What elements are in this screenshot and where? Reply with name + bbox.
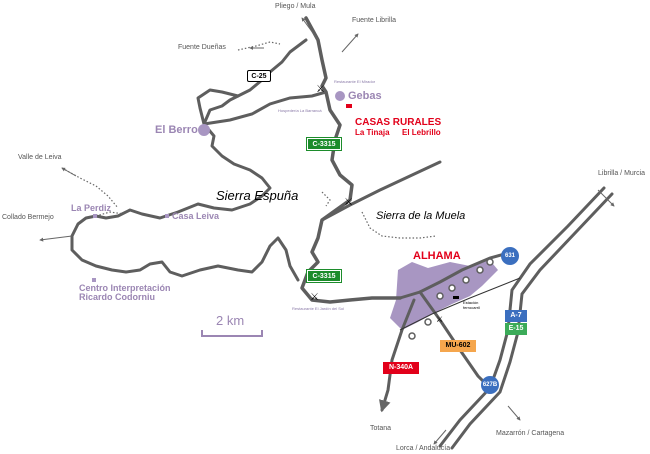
dest-librilla-murcia: Librilla / Murcia [598, 170, 646, 177]
la-perdiz-marker [93, 214, 97, 218]
road-alhama-east [398, 250, 514, 300]
casas-rurales-el-lebrillo: El Lebrillo [402, 128, 441, 137]
dest-mazarron-cartagena: Mazarrón / Cartagena [496, 430, 565, 437]
mountain-road [300, 16, 402, 304]
exit-627b-badge: 627B [481, 376, 499, 394]
station-marker [453, 296, 459, 299]
road-shield-c25: C-25 [247, 70, 271, 82]
arrow-mazarron [507, 405, 521, 421]
dest-fuente-librilla: Fuente Librilla [352, 17, 396, 24]
label-estacion-line2: ferrocarril [463, 305, 480, 310]
road-shield-a7: A-7 [505, 310, 527, 322]
label-estacion-line1: Estación [463, 300, 479, 305]
mountain-road-north [196, 88, 240, 126]
label-hospederia: Hospedería La Barrancá [278, 108, 322, 113]
gebas-marker [335, 91, 345, 101]
place-centro-line2: Ricardo Codorniu [79, 292, 155, 302]
casas-rurales-la-tinaja: La Tinaja [355, 128, 390, 137]
road-to-totana [379, 298, 416, 413]
junction-2 [448, 284, 456, 292]
place-la-perdiz: La Perdiz [71, 203, 112, 213]
region-sierra-espuna: Sierra Espuña [216, 188, 299, 203]
place-centro-line1: Centro Interpretación [79, 283, 171, 293]
alhama-town-area [390, 258, 498, 330]
viewpoint-icon-1: ⚔ [316, 84, 325, 95]
track-muela [361, 211, 437, 239]
dest-fuente-duenas: Fuente Dueñas [178, 44, 226, 51]
scale-label: 2 km [216, 313, 245, 328]
centro-marker [92, 278, 96, 282]
place-el-berro: El Berro [155, 124, 198, 136]
casa-leiva-marker [165, 214, 169, 218]
railway [399, 277, 521, 331]
arrow-valle-leiva [61, 167, 77, 177]
arrow-lorca [433, 429, 447, 445]
region-sierra-muela: Sierra de la Muela [376, 210, 466, 222]
a7-motorway-b [450, 192, 614, 450]
road-shield-c3315-top: C-3315 [306, 137, 342, 151]
exit-631-badge: 631 [501, 247, 519, 265]
arrow-pliego [301, 17, 319, 41]
junction-7 [424, 318, 432, 326]
dest-lorca-andalucia: Lorca / Andalucía [396, 445, 451, 452]
arrow-librilla-murcia [597, 189, 615, 207]
arrow-librilla-top [341, 33, 359, 53]
road-shield-n340a: N-340A [383, 362, 419, 374]
track-valle-leiva [61, 167, 119, 209]
viewpoint-icon-4: ⚔ [436, 315, 443, 324]
road-to-muela [320, 160, 442, 222]
dest-collado-bermejo: Collado Bermejo [2, 214, 54, 221]
track-la-perdiz [95, 211, 125, 217]
dest-pliego-mula: Pliego / Mula [275, 3, 316, 10]
viewpoint-icon-3: ⚔ [310, 292, 319, 303]
junction-3 [462, 276, 470, 284]
road-shield-c3315-bottom: C-3315 [306, 269, 342, 283]
scale-bar [201, 330, 263, 337]
label-restaurante-sur: Restaurante El Jardín del Sol [292, 306, 345, 311]
junction-6 [408, 332, 416, 340]
track-fuente-duenas [237, 41, 281, 51]
arrow-collado [39, 235, 73, 242]
junction-4 [476, 266, 484, 274]
label-restaurante-mirador: Restaurante El Mirador [334, 79, 376, 84]
casas-rurales-title: CASAS RURALES [355, 117, 442, 128]
junction-5 [486, 258, 494, 266]
road-shield-e15: E-15 [505, 323, 527, 335]
dest-valle-de-leiva: Valle de Leiva [18, 154, 62, 161]
dest-totana: Totana [370, 425, 392, 432]
place-casa-leiva: Casa Leiva [172, 211, 220, 221]
viewpoint-icon-2: ⚔ [344, 197, 353, 208]
track-center [321, 191, 331, 207]
road-shield-mu602: MU-602 [440, 340, 476, 352]
el-berro-road [202, 90, 328, 126]
place-gebas: Gebas [348, 90, 382, 102]
mountain-road-west [70, 38, 308, 282]
place-alhama: ALHAMA [413, 250, 461, 262]
el-berro-marker [198, 124, 210, 136]
casas-rurales-marker [346, 104, 352, 108]
junction-1 [436, 292, 444, 300]
